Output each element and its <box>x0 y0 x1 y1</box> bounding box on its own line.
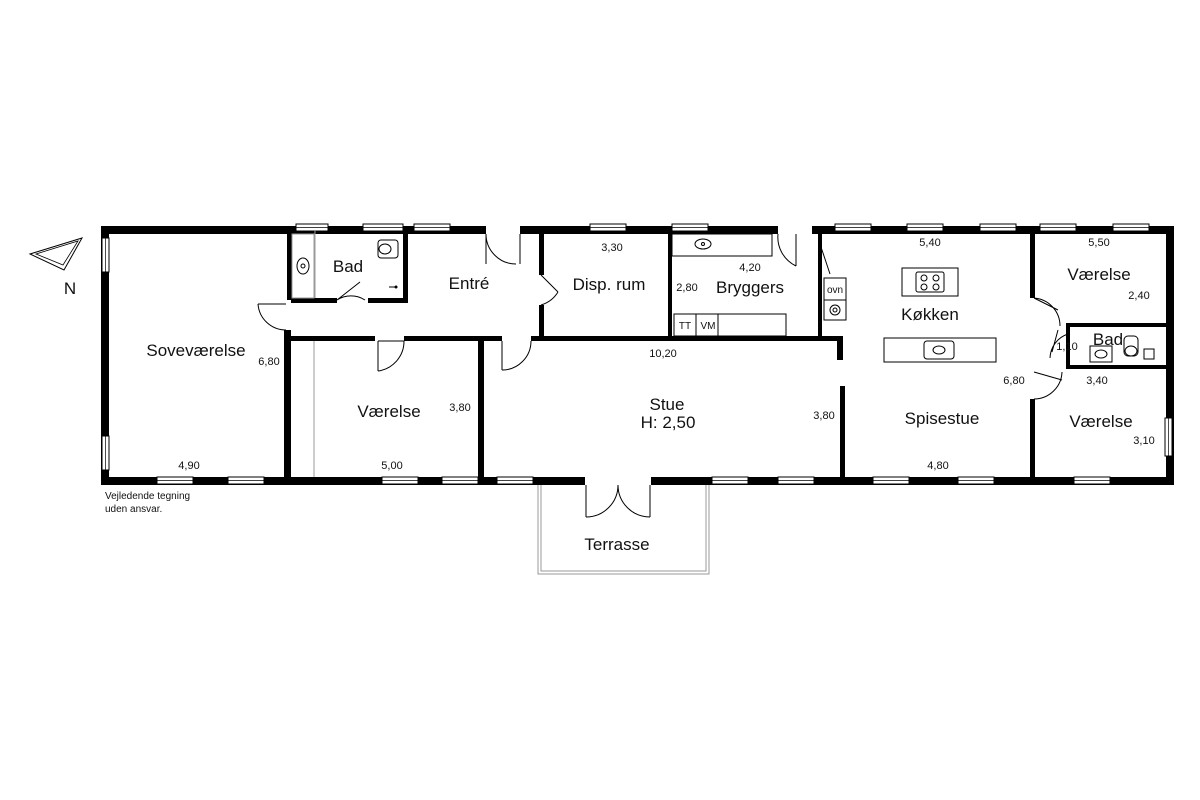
toilet-icon <box>377 239 399 259</box>
dim-vse-width: 3,40 <box>1086 375 1107 387</box>
dim-koek-spise-depth: 6,80 <box>1003 375 1024 387</box>
north-arrow-icon <box>28 237 84 271</box>
dim-disp-depth: 2,80 <box>676 282 697 294</box>
kitchen-sink-icon <box>932 345 946 355</box>
dim-spise-width: 4,80 <box>927 460 948 472</box>
dim-sove-width: 4,90 <box>178 460 199 472</box>
dimension-labels: 6,80 4,90 3,30 2,80 4,20 5,40 5,50 2,40 … <box>178 237 1154 472</box>
utility-sink-icon <box>694 238 712 250</box>
dim-vne-width: 5,50 <box>1088 237 1109 249</box>
tumble-dryer-label: TT <box>679 321 691 332</box>
room-bad-east: Bad <box>1093 330 1123 349</box>
disclaimer: Vejledende tegning uden ansvar. <box>105 491 190 515</box>
room-stue: Stue <box>650 395 685 414</box>
room-vaerelse-ne: Værelse <box>1067 265 1130 284</box>
room-terrasse: Terrasse <box>584 535 649 554</box>
room-labels: Soveværelse Bad Entré Disp. rum Bryggers… <box>146 257 1132 554</box>
room-spisestue: Spisestue <box>905 409 980 428</box>
room-vaerelse-se: Værelse <box>1069 412 1132 431</box>
room-koekken: Køkken <box>901 305 959 324</box>
room-sovevaerelse: Soveværelse <box>146 341 245 360</box>
washbasin-icon <box>296 257 310 275</box>
room-disp-rum: Disp. rum <box>573 275 646 294</box>
doors <box>257 226 1069 518</box>
bad-east-basin <box>1089 345 1113 363</box>
disclaimer-line-1: Vejledende tegning <box>105 491 190 502</box>
compass: N <box>28 237 84 298</box>
washing-machine-label: VM <box>701 321 716 332</box>
dim-sove-height: 6,80 <box>258 356 279 368</box>
dim-disp-width: 3,30 <box>601 242 622 254</box>
north-label: N <box>64 279 76 298</box>
oven-label: ovn <box>827 285 843 296</box>
dim-bad-e-depth: 1,10 <box>1056 341 1077 353</box>
windows <box>101 223 1173 485</box>
dim-vmid-depth: 3,80 <box>449 402 470 414</box>
terrace-outline <box>537 482 710 575</box>
hob-icon <box>920 274 928 282</box>
dim-bryg-width: 4,20 <box>739 262 760 274</box>
room-entre: Entré <box>449 274 490 293</box>
fixtures: TT VM ovn <box>291 230 1155 477</box>
interior-walls <box>284 230 1168 480</box>
room-bryggers: Bryggers <box>716 278 784 297</box>
dim-vmid-width: 5,00 <box>381 460 402 472</box>
kitchen-island <box>901 267 959 297</box>
room-stue-height: H: 2,50 <box>641 413 696 432</box>
room-bad-west: Bad <box>333 257 363 276</box>
utility-sink-counter <box>671 233 773 257</box>
dim-koek-width: 5,40 <box>919 237 940 249</box>
disclaimer-line-2: uden ansvar. <box>105 504 162 515</box>
hob-small-icon <box>823 299 847 321</box>
shower-tray <box>291 233 315 299</box>
dim-hall-length: 10,20 <box>649 348 677 360</box>
dim-stue-depth: 3,80 <box>813 410 834 422</box>
dim-vne-depth: 2,40 <box>1128 290 1149 302</box>
dim-vse-depth: 3,10 <box>1133 435 1154 447</box>
room-vaerelse-mid: Værelse <box>357 402 420 421</box>
kitchen-counter <box>883 337 997 363</box>
